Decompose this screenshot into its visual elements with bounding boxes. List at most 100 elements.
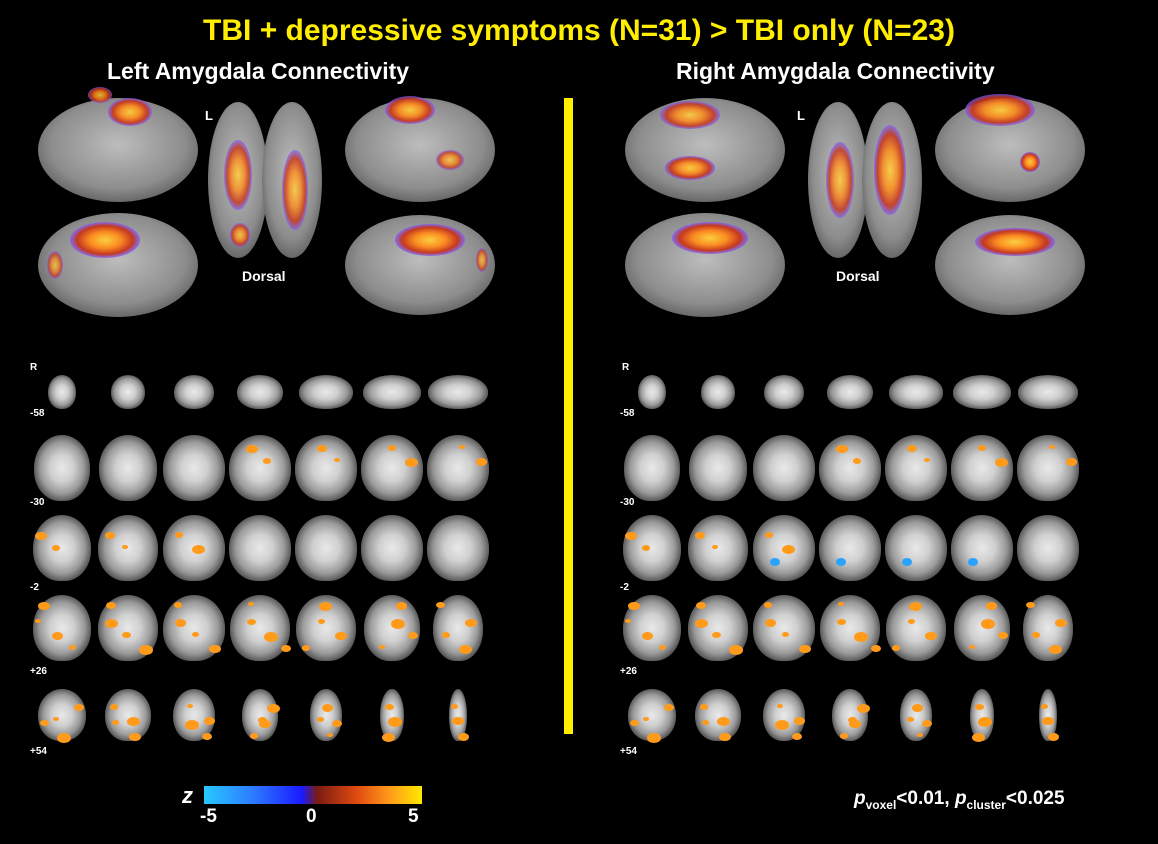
activation-cluster [854,632,868,642]
axial-slice [832,689,868,741]
activation-cluster [391,619,405,629]
activation-cluster [978,445,986,451]
axial-slice [819,515,881,581]
colorbar-label: z [182,783,193,808]
left-panel-title: Left Amygdala Connectivity [107,58,410,84]
axial-slice [105,689,151,741]
activation-cluster [35,619,41,624]
activation-cluster [459,445,465,450]
axial-slice [163,435,225,501]
right-axial-side-label: R [622,362,630,373]
axial-slice [310,689,342,741]
activation-cluster [327,733,333,738]
activation-cluster [849,720,861,729]
activation-cluster [52,632,63,640]
activation-cluster [700,704,708,710]
activation-cluster [175,532,183,538]
axial-slice [889,375,943,409]
activation-cluster [765,619,776,627]
activation-cluster [838,602,844,607]
activation-cluster [267,704,280,714]
right-medial-left-hemisphere [625,213,785,317]
activation-cluster [642,632,653,640]
activation-cluster [122,632,131,639]
activation-cluster [775,720,789,730]
activation-cluster [765,532,773,538]
activation-cluster [907,717,914,722]
axial-slice [229,515,291,581]
axial-slice [885,515,947,581]
activation-cluster [642,545,650,551]
axial-slice [361,515,423,581]
left-lateral-left-hemisphere [38,87,198,202]
activation-cluster [659,645,666,650]
activation-cluster [74,704,84,711]
left-view-label: Dorsal [242,268,286,284]
axial-slice [885,435,947,501]
activation-cluster [1049,645,1062,655]
activation-cluster [717,717,730,727]
activation-cluster [975,704,984,711]
deactivation-cluster [836,558,846,566]
activation-cluster [981,619,995,629]
axial-slice [695,689,741,741]
activation-cluster [187,704,193,709]
activation-cluster [892,645,900,651]
activation-cluster [318,619,325,624]
activation-cluster [122,545,128,550]
activation-cluster [451,704,458,709]
axial-slice [970,689,994,741]
axial-slice [174,375,214,409]
activation-cluster [1055,619,1067,628]
axial-slice [229,435,291,501]
activation-cluster [317,445,327,452]
axial-slice [295,435,357,501]
activation-cluster [995,458,1008,468]
axial-slice [449,689,467,741]
activation-cluster [385,704,394,711]
left-z-label-row-5: +54 [30,746,47,757]
axial-slice [173,689,215,741]
right-z-label-row-4: +26 [620,666,637,677]
left-medial-left-hemisphere [38,213,198,317]
activation-cluster [476,458,487,466]
activation-cluster [978,717,992,727]
activation-cluster [247,619,256,626]
left-orientation-label: L [205,108,213,123]
axial-slice [380,689,404,741]
right-lateral-left-hemisphere [625,98,785,202]
activation-cluster [396,602,407,610]
axial-slice [764,375,804,409]
deactivation-cluster [902,558,912,566]
activation-cluster [192,545,205,555]
axial-slice [623,515,681,581]
activation-cluster [106,602,116,609]
activation-cluster [38,602,50,611]
threshold-text: pvoxel<0.01, pcluster<0.025 [854,788,1065,812]
activation-cluster [857,704,870,714]
activation-cluster [129,733,141,742]
activation-cluster [799,645,811,654]
activation-cluster [175,619,186,627]
activation-cluster [712,545,718,550]
activation-cluster [702,720,709,725]
right-z-label-row-1: -58 [620,408,635,419]
right-lateral-right-hemisphere [935,94,1085,202]
activation-cluster [625,619,631,624]
axial-slice [951,515,1013,581]
colorbar-min-label: -5 [200,806,217,827]
activation-cluster [264,632,278,642]
activation-cluster [302,645,310,651]
activation-cluster [695,619,708,629]
activation-cluster [712,632,721,639]
activation-cluster [334,458,340,463]
right-z-label-row-3: -2 [620,582,629,593]
activation-cluster [57,733,71,743]
activation-cluster [792,733,802,740]
activation-cluster [643,717,649,722]
axial-slice [363,375,421,409]
activation-cluster [794,717,805,725]
axial-slice [820,595,880,661]
activation-cluster [1066,458,1077,466]
axial-slice [48,375,76,409]
